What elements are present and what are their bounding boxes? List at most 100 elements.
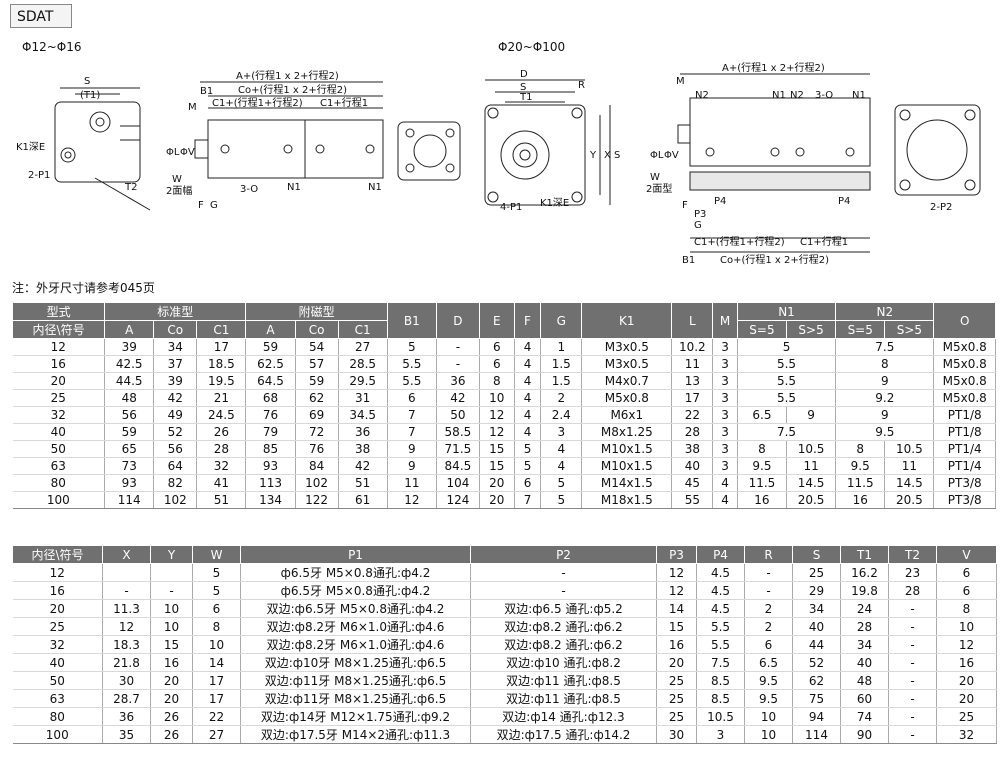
table-cell: 102 (153, 491, 198, 509)
table-cell: 8 (835, 355, 935, 373)
table-cell: 20 (12, 372, 106, 390)
table-cell: 12 (936, 635, 997, 654)
table-cell: 42.5 (104, 355, 155, 373)
table-cell: 16 (936, 653, 997, 672)
dim-b1b: B1 (682, 255, 695, 266)
table-cell: 3 (712, 440, 738, 458)
table-cell: 4 (712, 491, 738, 509)
table-cell: 4.5 (696, 563, 745, 582)
table-cell: 9 (387, 457, 437, 475)
table-cell: 双边:ф14牙 M12×1.75通孔:ф9.2 (240, 707, 471, 726)
table-cell: 5 (192, 581, 241, 600)
table-cell: 12 (479, 423, 515, 441)
table-cell: 22 (671, 406, 714, 424)
dim-m2: M (676, 76, 685, 87)
table-cell: 37 (153, 355, 198, 373)
dim-c1c: C1+(行程1+行程2) (694, 235, 785, 248)
dim-f: F (198, 200, 204, 211)
dim-l2: ΦL (650, 150, 664, 161)
dim-w2: 2面幅 (166, 184, 192, 197)
table-cell: 17 (671, 389, 714, 407)
table-cell: 63 (12, 689, 103, 708)
table-cell: 双边:ф8.2 通孔:ф6.2 (470, 635, 657, 654)
table-cell: 4 (514, 389, 542, 407)
table-cell: 34 (792, 599, 841, 618)
table-cell: M4x0.7 (581, 372, 673, 390)
table-cell: 94 (792, 707, 841, 726)
dim-b1: B1 (200, 86, 213, 97)
table-cell: 93 (104, 474, 155, 492)
table-cell: 9.2 (835, 389, 935, 407)
table-cell: 9 (786, 406, 837, 424)
table-cell: 双边:ф6.5牙 M5×0.8通孔:ф4.2 (240, 599, 471, 618)
table-cell: 20 (150, 671, 193, 690)
table-cell: 20 (479, 474, 515, 492)
table-cell: 20 (936, 689, 997, 708)
table-cell: 10.5 (884, 440, 935, 458)
table-cell: 50 (12, 440, 106, 458)
table-cell: 17 (192, 689, 241, 708)
table-cell: 40 (840, 653, 889, 672)
table-cell: 2 (744, 599, 793, 618)
dim-s-v: S (614, 150, 620, 161)
dim-v2: ΦV (664, 150, 679, 161)
table-cell: 12 (387, 491, 437, 509)
table-cell: 25 (936, 707, 997, 726)
th-k1: K1 (581, 302, 673, 339)
table-cell: 21 (196, 389, 247, 407)
table-cell: 32 (936, 725, 997, 744)
table-cell: 79 (245, 423, 296, 441)
table-cell: - (470, 581, 657, 600)
table-cell: 38 (671, 440, 714, 458)
table-cell: 24 (840, 599, 889, 618)
table-cell: 16 (12, 581, 103, 600)
table-cell: 20.5 (786, 491, 837, 509)
note: 注：外牙尺寸请参考045页 (12, 281, 155, 295)
table-header-cell: 内径\符号 (12, 545, 103, 564)
table-cell: - (888, 707, 937, 726)
table-cell: 10 (744, 725, 793, 744)
table-cell: 73 (104, 457, 155, 475)
table-cell: 10 (150, 599, 193, 618)
table-cell: 20 (656, 653, 697, 672)
table-cell: 16 (737, 491, 788, 509)
table-cell: 93 (245, 457, 296, 475)
table-cell: 82 (153, 474, 198, 492)
table-cell: 9.5 (744, 671, 793, 690)
table-cell: 114 (104, 491, 155, 509)
table-cell: 57 (295, 355, 339, 373)
table-cell: 14.5 (786, 474, 837, 492)
table-cell (150, 563, 193, 582)
table-cell: M10x1.5 (581, 440, 673, 458)
table-cell: PT1/8 (933, 406, 996, 424)
table-cell: 9.5 (744, 689, 793, 708)
table-cell: 36 (436, 372, 480, 390)
dim-w: W (172, 174, 182, 185)
table-cell: 10 (192, 635, 241, 654)
table-cell: 16 (656, 635, 697, 654)
table-cell: 12 (479, 406, 515, 424)
table-cell: 26 (196, 423, 247, 441)
table-cell: 72 (295, 423, 339, 441)
table-cell: 32 (196, 457, 247, 475)
table-cell: 6 (192, 599, 241, 618)
dim-c1b: C1+行程1 (320, 96, 368, 109)
dim-g2: G (694, 220, 702, 231)
table-cell: 4 (514, 355, 542, 373)
table-cell: 48 (104, 389, 155, 407)
table-cell: - (888, 599, 937, 618)
dim-p1: 2-P1 (28, 170, 50, 181)
table-cell: 5 (514, 440, 542, 458)
dim-n1c: N1 (772, 90, 786, 101)
table-cell: 20 (479, 491, 515, 509)
table-cell: 16 (835, 491, 886, 509)
table-cell: 34 (153, 338, 198, 356)
th-g: G (540, 302, 583, 339)
table-cell: - (470, 563, 657, 582)
table-cell: 双边:ф6.5 通孔:ф5.2 (470, 599, 657, 618)
